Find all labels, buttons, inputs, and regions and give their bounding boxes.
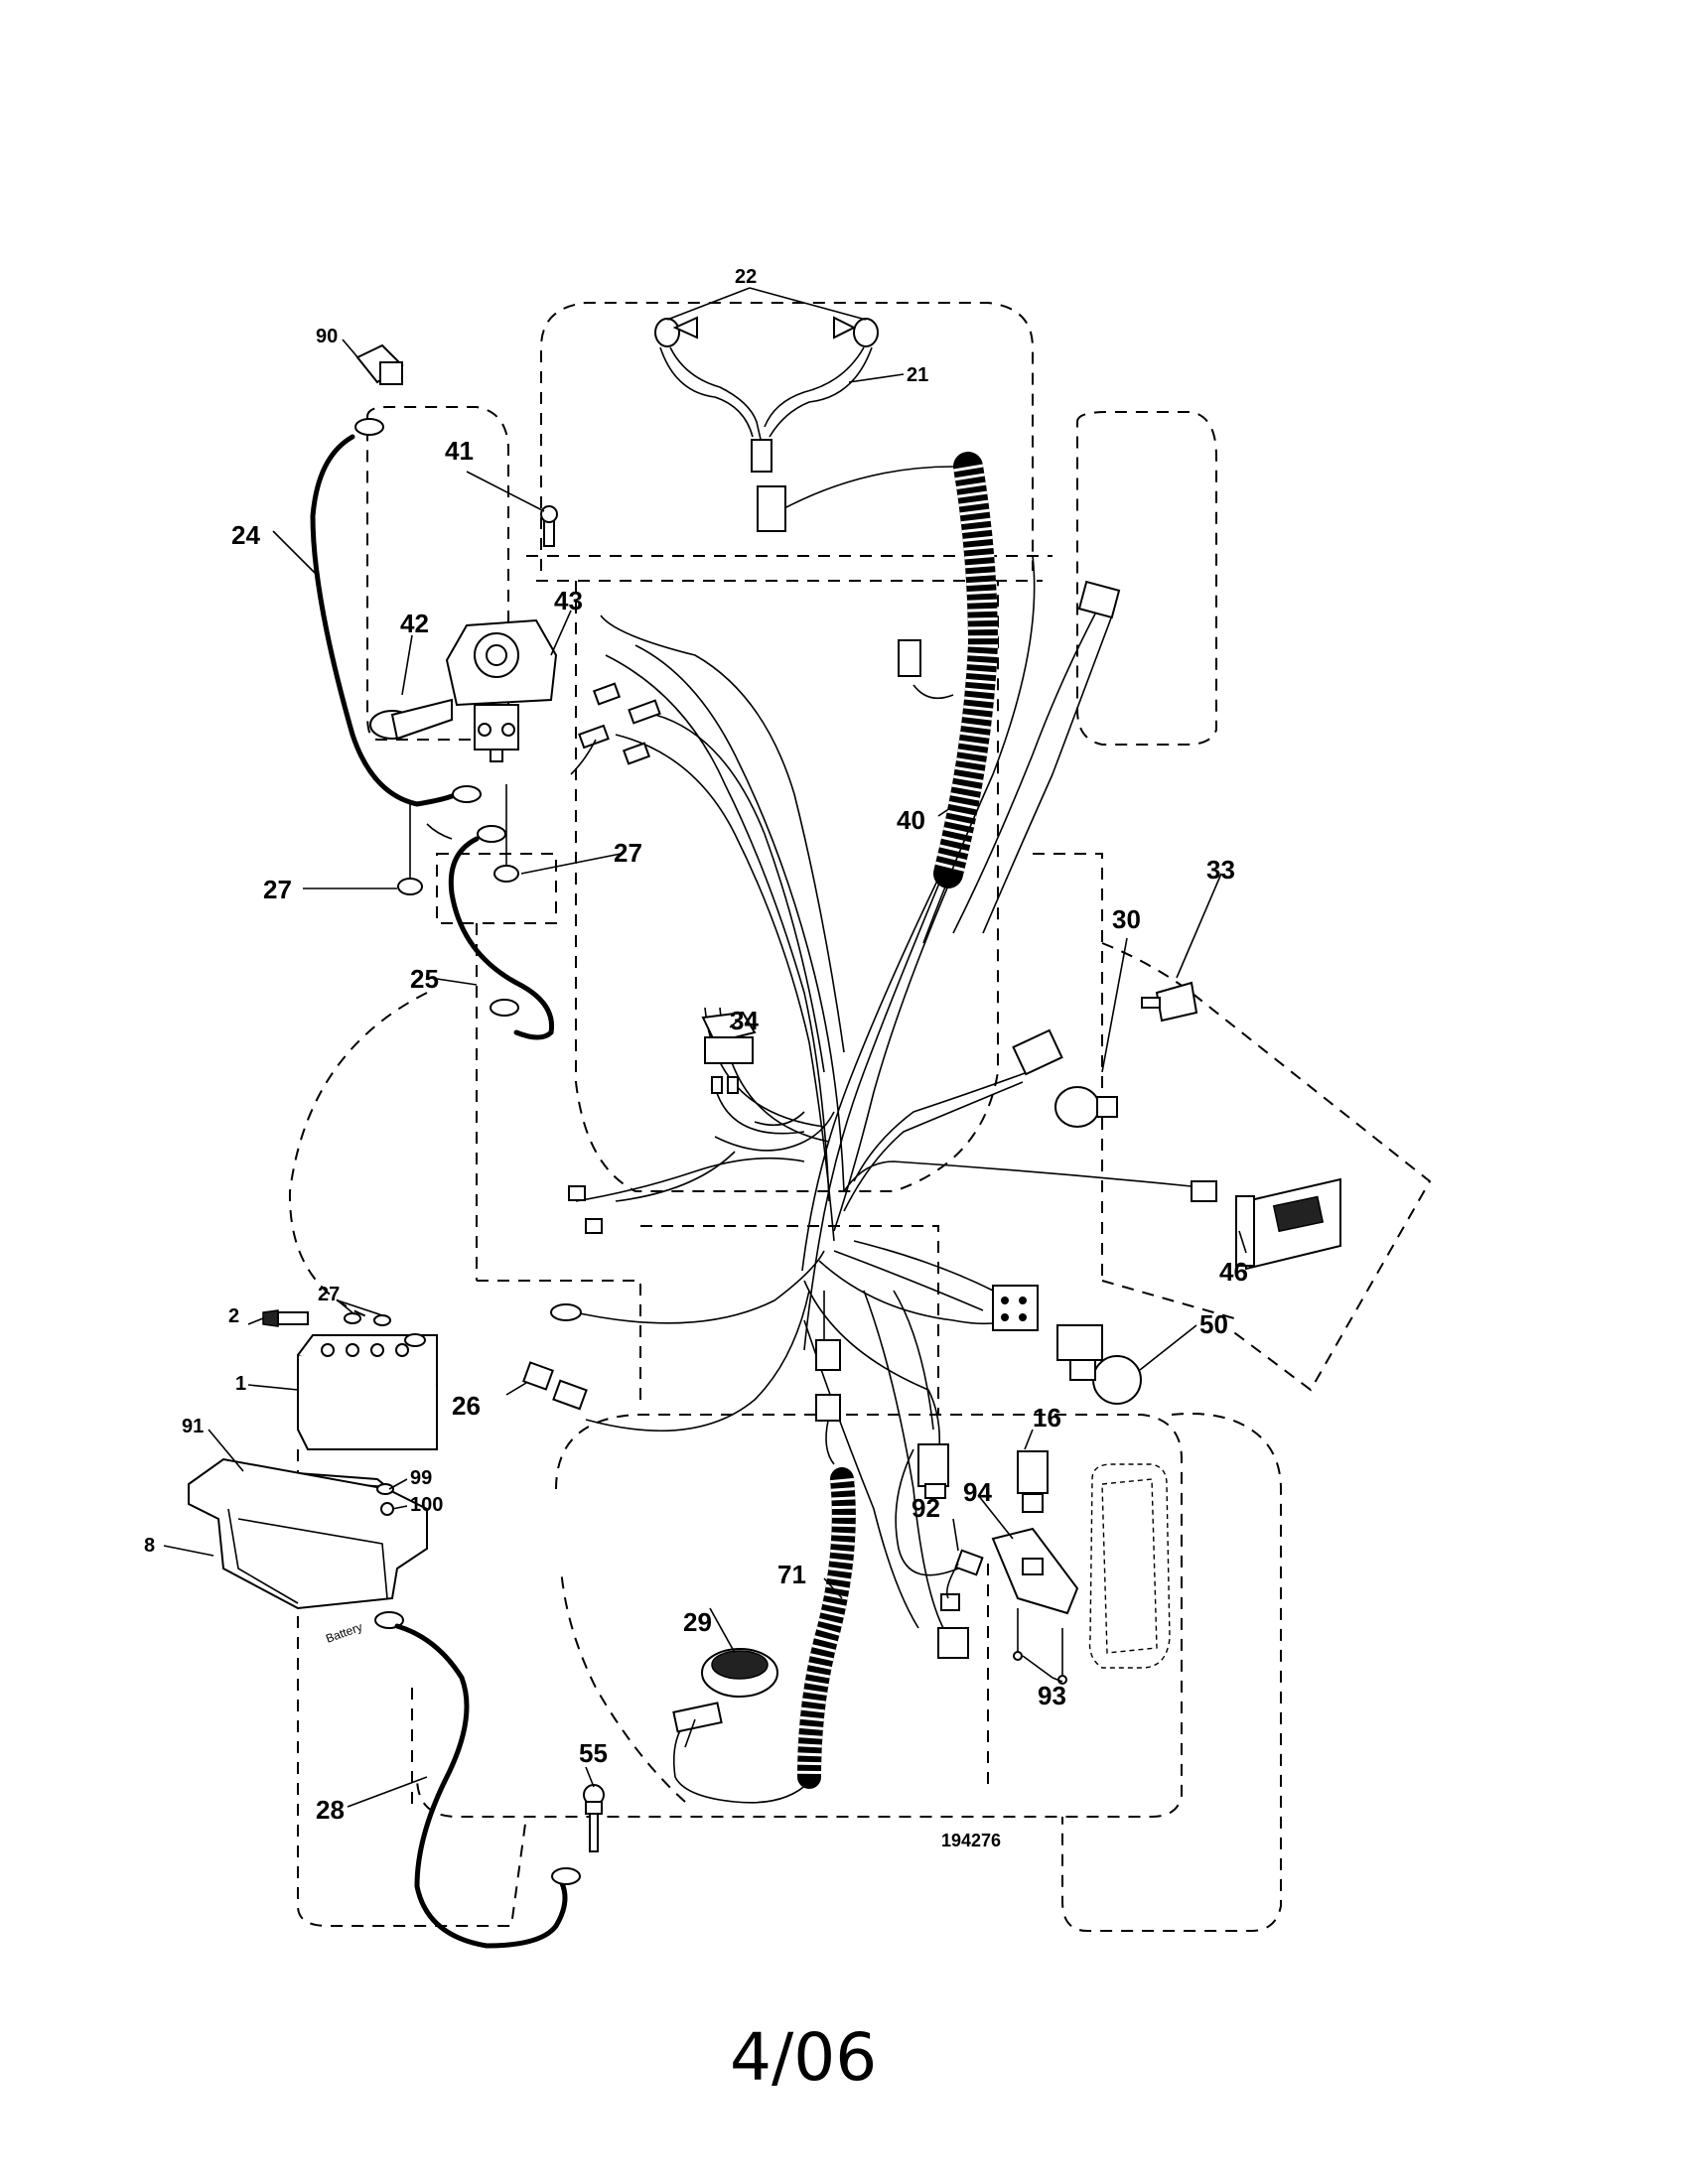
callout-labels: 22 21 90 41 24 42 43 27 27 25 40 33 30 3… (144, 266, 1248, 1825)
starter-solenoid (369, 505, 558, 762)
switch-34 (701, 1011, 805, 1135)
headlight-harness (654, 316, 954, 532)
leader-lines (163, 287, 1247, 1808)
pto-switch-50 (1056, 1324, 1142, 1405)
callout-1: 1 (235, 1373, 246, 1395)
cable-24 (310, 343, 482, 807)
conduit-40 (933, 452, 999, 888)
connector-26 (522, 1303, 588, 1411)
callout-50: 50 (1199, 1309, 1228, 1339)
callout-2: 2 (228, 1305, 239, 1327)
callout-27-c: 27 (318, 1284, 340, 1305)
callout-41: 41 (445, 436, 474, 466)
harness-connectors (568, 580, 1121, 1234)
callout-27-b: 27 (614, 838, 642, 868)
harness-right-connectors (992, 1180, 1217, 1331)
hour-meter-46 (1235, 1177, 1341, 1271)
callout-71: 71 (777, 1560, 806, 1589)
callout-24: 24 (231, 520, 260, 550)
callout-25: 25 (410, 964, 439, 994)
ignition-switch (1012, 981, 1198, 1128)
callout-8: 8 (144, 1535, 155, 1557)
callout-33: 33 (1206, 855, 1235, 885)
callout-92: 92 (912, 1493, 940, 1523)
callout-42: 42 (400, 609, 429, 638)
nuts-27 (397, 784, 519, 895)
battery-label: Battery (324, 1620, 364, 1646)
callout-34: 34 (730, 1006, 759, 1035)
callout-90: 90 (316, 326, 338, 347)
callout-27-a: 27 (263, 875, 292, 904)
callout-46: 46 (1219, 1257, 1248, 1287)
cable-25 (426, 739, 597, 1040)
seat-switch-29 (672, 1648, 778, 1733)
main-harness-wires (565, 555, 1193, 1629)
interlock-switches (895, 1443, 1079, 1685)
drawing-number: 194276 (941, 1831, 1001, 1850)
brake-pedal-outline (1088, 1463, 1171, 1669)
callout-93: 93 (1038, 1681, 1066, 1710)
conduit-71 (672, 1339, 856, 1804)
callout-30: 30 (1112, 904, 1141, 934)
callout-26: 26 (452, 1391, 481, 1421)
tractor-outline (288, 302, 1432, 1932)
callout-94: 94 (963, 1477, 992, 1507)
callout-40: 40 (897, 805, 925, 835)
callout-28: 28 (316, 1795, 345, 1825)
callout-16: 16 (1033, 1403, 1061, 1433)
callout-43: 43 (554, 586, 583, 615)
callout-99: 99 (410, 1467, 432, 1489)
cable-28 (374, 1611, 605, 1949)
page-date: 4/06 (730, 2019, 877, 2096)
callout-100: 100 (410, 1494, 443, 1516)
callout-22: 22 (735, 266, 757, 288)
battery-assembly (188, 1309, 438, 1610)
callout-55: 55 (579, 1738, 608, 1768)
callout-21: 21 (907, 364, 928, 386)
callout-91: 91 (182, 1416, 204, 1437)
callout-29: 29 (683, 1607, 712, 1637)
